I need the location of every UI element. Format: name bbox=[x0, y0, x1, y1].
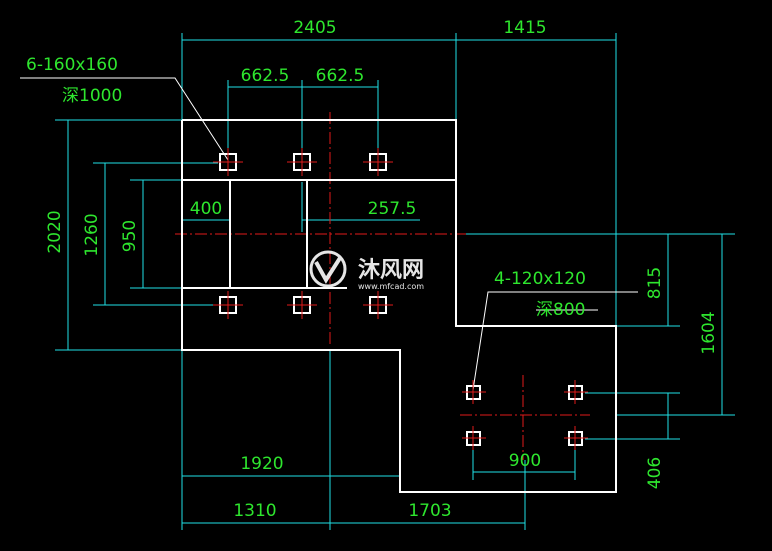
hole-depth-small: 深800 bbox=[536, 300, 585, 320]
leader-lines bbox=[20, 77, 638, 391]
hole-group-small bbox=[462, 380, 588, 450]
dim-1310: 1310 bbox=[233, 501, 276, 521]
dim-257-5: 257.5 bbox=[368, 199, 417, 219]
dim-662-5-b: 662.5 bbox=[316, 66, 365, 86]
hole-depth-large: 深1000 bbox=[62, 86, 122, 106]
watermark-url: www.mfcad.com bbox=[358, 282, 424, 291]
hole-square bbox=[363, 291, 393, 319]
dim-662-5-a: 662.5 bbox=[241, 66, 290, 86]
hole-square bbox=[564, 426, 588, 450]
dim-1920: 1920 bbox=[240, 454, 283, 474]
dim-1415: 1415 bbox=[503, 18, 546, 38]
centerlines bbox=[175, 112, 590, 460]
foundation-outline bbox=[181, 119, 617, 493]
hole-square bbox=[462, 426, 486, 450]
dim-2020: 2020 bbox=[45, 210, 65, 253]
dim-2405: 2405 bbox=[293, 18, 336, 38]
hole-spec-large: 6-160x160 bbox=[26, 55, 118, 75]
hole-square bbox=[462, 380, 486, 404]
hole-square bbox=[363, 148, 393, 176]
dim-1703: 1703 bbox=[408, 501, 451, 521]
dim-400: 400 bbox=[190, 199, 222, 219]
dim-815: 815 bbox=[645, 267, 665, 299]
watermark-logo-icon bbox=[309, 250, 347, 288]
hole-square bbox=[213, 291, 243, 319]
dim-950: 950 bbox=[120, 220, 140, 252]
dimension-texts: 2405 1415 662.5 662.5 400 257.5 2020 126… bbox=[45, 18, 719, 521]
dim-406: 406 bbox=[645, 457, 665, 489]
annotations: 6-160x160 深1000 4-120x120 深800 bbox=[26, 55, 586, 320]
watermark: 沐风网 www.mfcad.com bbox=[309, 250, 424, 291]
hole-square bbox=[564, 380, 588, 404]
dim-1260: 1260 bbox=[82, 213, 102, 256]
dim-1604: 1604 bbox=[699, 311, 719, 354]
watermark-brand: 沐风网 bbox=[358, 258, 424, 283]
hole-group-large bbox=[213, 148, 393, 319]
hole-square bbox=[213, 148, 243, 176]
dim-900: 900 bbox=[509, 451, 541, 471]
hole-square bbox=[287, 148, 317, 176]
hole-spec-small: 4-120x120 bbox=[494, 269, 586, 289]
hole-square bbox=[287, 291, 317, 319]
